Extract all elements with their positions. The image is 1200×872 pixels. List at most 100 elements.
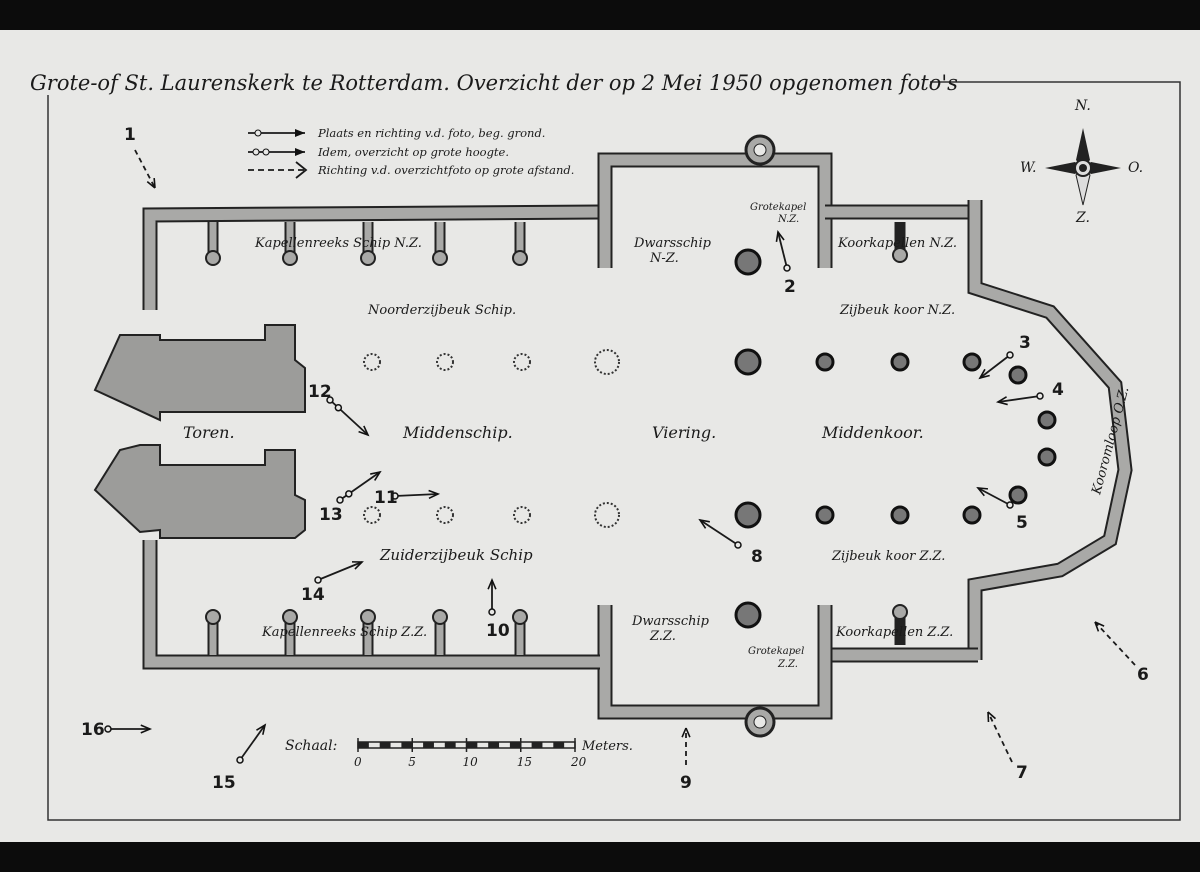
pillar-ruined bbox=[513, 506, 531, 524]
arrow-head-icon bbox=[698, 518, 710, 529]
scale-tick: 10 bbox=[463, 755, 479, 769]
room-label: Viering. bbox=[652, 423, 716, 442]
legend-symbol-single bbox=[248, 129, 305, 137]
tower bbox=[93, 324, 306, 539]
legend-symbol-dashed bbox=[248, 161, 308, 179]
buttress bbox=[892, 604, 908, 620]
pillars bbox=[363, 248, 1057, 629]
pillar bbox=[1037, 410, 1057, 430]
pillar bbox=[890, 505, 910, 525]
arrow-head-icon bbox=[351, 561, 364, 570]
room-label: N.Z. bbox=[777, 214, 799, 225]
photo-point-3: 3 bbox=[978, 333, 1031, 380]
room-label: Dwarsschip bbox=[631, 614, 710, 629]
pillar bbox=[1037, 447, 1057, 467]
photo-number: 3 bbox=[1019, 333, 1031, 353]
photo-point-9: 9 bbox=[680, 727, 692, 793]
photo-number: 10 bbox=[486, 621, 510, 641]
room-label: Middenkoor. bbox=[821, 423, 924, 442]
photo-number: 1 bbox=[124, 125, 136, 145]
arrow-head-icon bbox=[995, 396, 1008, 406]
pillar-ruined bbox=[436, 353, 454, 371]
arrow-head-icon bbox=[775, 230, 785, 243]
pillar bbox=[734, 348, 762, 376]
pillar-ruined bbox=[363, 506, 381, 524]
legend-label: Plaats en richting v.d. foto, beg. grond… bbox=[317, 126, 545, 140]
scale-label: Schaal: bbox=[285, 738, 337, 754]
arrow-head-icon bbox=[256, 723, 267, 735]
scale-tick: 5 bbox=[408, 755, 416, 769]
photo-point-7: 7 bbox=[987, 711, 1028, 783]
arrow-head-icon bbox=[146, 177, 156, 189]
church-walls bbox=[142, 134, 1133, 738]
photo-point-8: 8 bbox=[698, 518, 763, 567]
room-label: Z.Z. bbox=[777, 659, 798, 670]
arrow-head-icon bbox=[358, 425, 370, 437]
compass-west: W. bbox=[1020, 160, 1036, 176]
photo-point-13: 13 bbox=[319, 470, 382, 525]
compass-north: N. bbox=[1074, 98, 1091, 114]
arrow-head-icon bbox=[1094, 621, 1105, 632]
compass-rose: N. W. O. Z. bbox=[1020, 98, 1143, 226]
room-label: Dwarsschip bbox=[633, 236, 712, 251]
photo-number: 12 bbox=[308, 382, 332, 402]
arrow-head-icon bbox=[140, 724, 153, 734]
pillar-ruined bbox=[513, 353, 531, 371]
photo-number: 7 bbox=[1016, 763, 1028, 783]
buttress bbox=[892, 247, 908, 263]
photo-point-16: 16 bbox=[81, 720, 153, 740]
room-label: N-Z. bbox=[649, 251, 679, 266]
photo-point-11: 11 bbox=[374, 488, 441, 508]
arrow-head-icon bbox=[487, 577, 497, 590]
arrow-head-icon bbox=[428, 489, 441, 500]
photo-number: 2 bbox=[784, 277, 796, 297]
compass-east: O. bbox=[1128, 160, 1143, 176]
photo-number: 11 bbox=[374, 488, 398, 508]
room-label: Koorkapellen N.Z. bbox=[837, 236, 957, 251]
pillar bbox=[962, 505, 982, 525]
photo-point-6: 6 bbox=[1094, 621, 1149, 685]
photo-point-14: 14 bbox=[301, 561, 364, 605]
room-label: Z.Z. bbox=[649, 629, 676, 644]
photo-point-2: 2 bbox=[775, 230, 796, 297]
arrow-head-icon bbox=[976, 487, 989, 497]
photo-number: 15 bbox=[212, 773, 236, 793]
photo-number: 8 bbox=[751, 547, 763, 567]
photo-edge-top bbox=[0, 0, 1200, 30]
arrow-head-icon bbox=[987, 711, 997, 723]
legend-label: Idem, overzicht op grote hoogte. bbox=[317, 145, 509, 159]
photo-point-1: 1 bbox=[124, 125, 156, 189]
pillar bbox=[1008, 365, 1028, 385]
photo-number: 16 bbox=[81, 720, 105, 740]
room-label: Zuiderzijbeuk Schip bbox=[379, 546, 533, 564]
arrow-head-icon bbox=[370, 470, 382, 481]
pillar-ruined bbox=[363, 353, 381, 371]
photo-number: 6 bbox=[1137, 665, 1149, 685]
arrow-head-icon bbox=[978, 368, 990, 380]
arrow-head-icon bbox=[681, 727, 691, 738]
room-label: Zijbeuk koor Z.Z. bbox=[831, 549, 945, 564]
pillar-ruined bbox=[594, 349, 620, 375]
pillar bbox=[815, 505, 835, 525]
room-label: Grotekapel bbox=[750, 202, 806, 213]
scale-tick: 15 bbox=[517, 755, 532, 769]
room-label: Toren. bbox=[183, 423, 235, 442]
scale-tick: 0 bbox=[354, 755, 362, 769]
drawing-title: Grote-of St. Laurenskerk te Rotterdam. O… bbox=[30, 71, 958, 95]
room-label: Grotekapel bbox=[748, 646, 804, 657]
photo-number: 13 bbox=[319, 505, 343, 525]
photo-point-4: 4 bbox=[995, 380, 1064, 406]
compass-south: Z. bbox=[1075, 210, 1090, 226]
room-label: Noorderzijbeuk Schip. bbox=[367, 303, 516, 318]
room-label: Koorkapellen Z.Z. bbox=[835, 625, 953, 640]
pillar bbox=[962, 352, 982, 372]
pillar bbox=[734, 248, 762, 276]
photo-number: 14 bbox=[301, 585, 325, 605]
legend-label: Richting v.d. overzichtfoto op grote afs… bbox=[317, 163, 574, 177]
photo-point-10: 10 bbox=[486, 577, 510, 641]
room-label: Kapellenreeks Schip N.Z. bbox=[254, 236, 422, 251]
room-label: Zijbeuk koor N.Z. bbox=[839, 303, 955, 318]
